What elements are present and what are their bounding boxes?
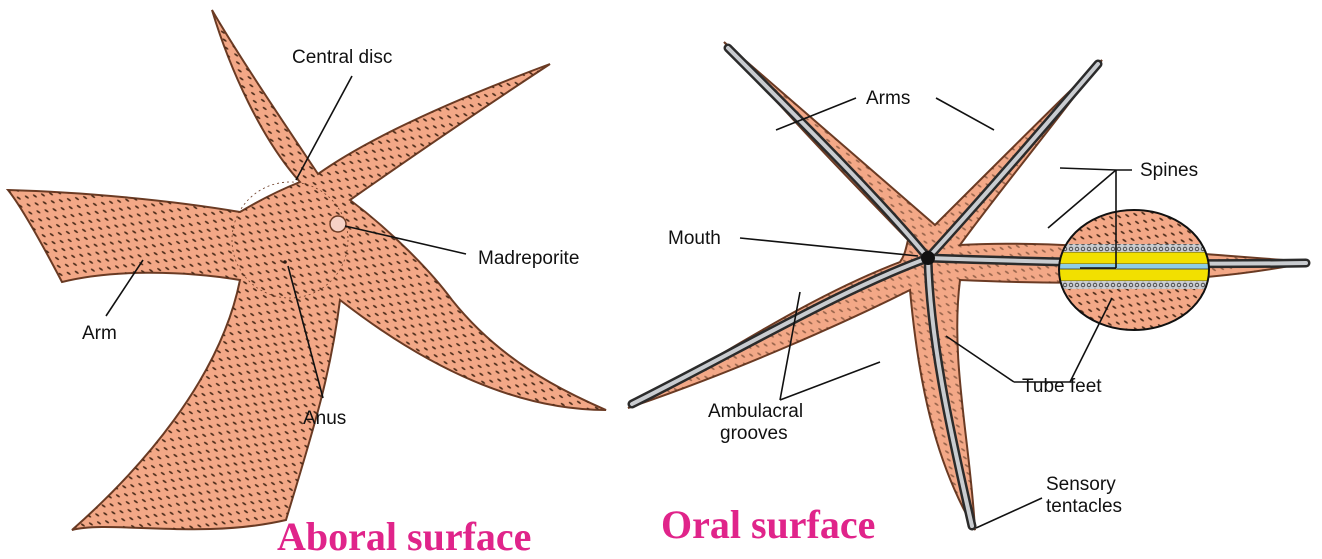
label-sensory-line2: tentacles [1046, 496, 1122, 517]
label-sensory-line1: Sensory [1046, 474, 1116, 495]
title-oral-surface: Oral surface [661, 502, 875, 547]
label-tube-feet: Tube feet [1022, 376, 1102, 397]
aboral-starfish: Central disc Madreporite Arm Anus [8, 10, 606, 530]
label-arm: Arm [82, 323, 117, 344]
tube-feet-magnifier [1059, 210, 1209, 330]
mouth-leader [740, 238, 918, 256]
tube-feet-lower [1059, 269, 1209, 281]
tube-feet-upper [1059, 252, 1209, 264]
anus-icon [283, 260, 287, 264]
arms-leader-right [936, 98, 994, 130]
label-madreporite: Madreporite [478, 248, 579, 269]
label-spines: Spines [1140, 160, 1198, 181]
label-central-disc: Central disc [292, 47, 392, 68]
title-aboral-surface: Aboral surface [277, 514, 531, 559]
oral-starfish-body [628, 42, 1310, 530]
label-ambulacral-line2: grooves [720, 423, 788, 444]
label-ambulacral-line1: Ambulacral [708, 401, 803, 422]
label-anus: Anus [303, 408, 346, 429]
mouth-icon [921, 251, 935, 265]
oral-starfish: Arms Spines Mouth Tube feet Ambulacral g… [628, 42, 1310, 530]
groove-texture-upper [1059, 244, 1209, 252]
label-mouth: Mouth [668, 228, 721, 249]
label-arms: Arms [866, 88, 910, 109]
madreporite-icon [330, 216, 346, 232]
sensory-leader [976, 498, 1042, 528]
groove-upper-right-inner [928, 64, 1098, 258]
groove-texture-lower [1059, 281, 1209, 289]
